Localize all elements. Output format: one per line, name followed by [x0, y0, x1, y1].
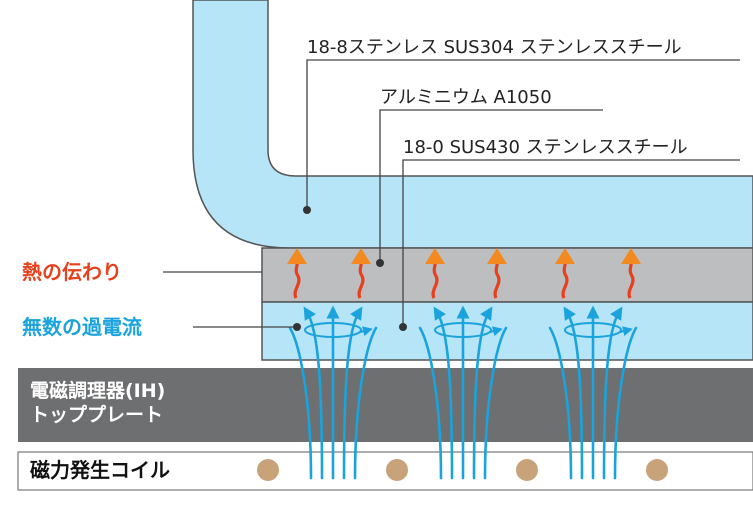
- field-group-2: [418, 305, 508, 480]
- heat-arrow: [621, 248, 641, 299]
- coil-dot: [646, 459, 668, 481]
- label-aluminum: アルミニウム A1050: [380, 87, 552, 108]
- leader-inner-stainless: [402, 159, 740, 327]
- label-ih-plate-line1: 電磁調理器(IH): [30, 380, 166, 402]
- heat-arrow: [487, 248, 507, 299]
- heat-arrow: [287, 248, 307, 299]
- leader-outer-stainless: [306, 59, 740, 210]
- field-group-1: [288, 305, 378, 480]
- label-eddy-current: 無数の過電流: [22, 315, 142, 339]
- leader-lines: [163, 59, 740, 331]
- ih-top-plate: [18, 368, 753, 442]
- label-ih-plate-line2: トッププレート: [30, 404, 164, 426]
- leader-aluminum: [379, 109, 603, 263]
- inner-stainless-layer: [261, 301, 753, 361]
- heat-arrows: [287, 248, 641, 299]
- label-outer-stainless: 18-8ステンレス SUS304 ステンレススチール: [307, 37, 682, 58]
- heat-arrow: [425, 248, 445, 299]
- coil-dots: [257, 459, 668, 481]
- magnetic-field-lines: [288, 305, 638, 480]
- aluminum-core-layer: [261, 247, 753, 303]
- label-coil: 磁力発生コイル: [30, 458, 170, 482]
- heat-arrow: [351, 248, 371, 299]
- label-inner-stainless: 18-0 SUS430 ステンレススチール: [403, 137, 688, 158]
- field-group-3: [548, 305, 638, 480]
- coil-dot: [257, 459, 279, 481]
- coil-dot: [386, 459, 408, 481]
- coil-dot: [516, 459, 538, 481]
- heat-arrow: [555, 248, 575, 299]
- label-heat-transfer: 熱の伝わり: [22, 260, 122, 284]
- coil-box: [17, 451, 753, 491]
